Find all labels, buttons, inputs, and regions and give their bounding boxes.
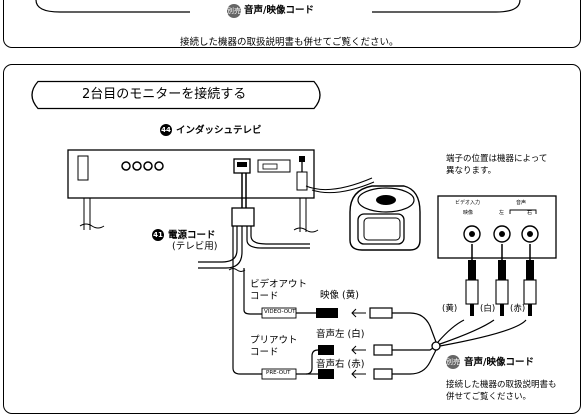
av-cord-label: 音声/映像コード xyxy=(464,357,534,368)
power-cord-label: 41 電源コード xyxy=(152,229,216,241)
terminal-note-line1: 端子の位置は機器によって xyxy=(446,154,548,164)
power-cord-number: 41 xyxy=(152,229,164,241)
tv-name: インダッシュテレビ xyxy=(176,125,262,136)
tv-number: 44 xyxy=(160,124,172,136)
panel-video-label: 映像 xyxy=(463,210,474,216)
top-cable-arcs xyxy=(35,0,521,13)
optional-badge-2: 別売 xyxy=(446,355,460,369)
terminal-panel xyxy=(437,195,557,259)
video-out-tag: VIDEO-OUT xyxy=(264,309,296,315)
monitor xyxy=(349,185,421,251)
top-panel xyxy=(3,0,581,48)
plug-label-white: (白) xyxy=(480,304,496,314)
main-panel xyxy=(3,64,581,414)
tv-label: 44 インダッシュテレビ xyxy=(160,124,262,136)
panel-right-label: 右 xyxy=(527,210,533,216)
panel-video-in-label: ビデオ入力 xyxy=(455,200,481,206)
pre-out-label-line1: プリアウト xyxy=(250,335,298,346)
in-dash-tv-unit xyxy=(67,149,315,199)
bottom-note-line1: 接続した機器の取扱説明書も xyxy=(446,380,557,390)
video-out-label-line1: ビデオアウト xyxy=(250,279,308,290)
rca-plugs xyxy=(465,244,537,316)
heading-capsule xyxy=(31,80,321,110)
power-cord-name: 電源コード xyxy=(168,230,216,241)
optional-badge: 別売 xyxy=(227,4,241,18)
plug-label-yellow: (黄) xyxy=(442,304,458,314)
audio-right-label: 音声右 (赤) xyxy=(316,359,365,370)
audio-left-label: 音声左 (白) xyxy=(316,329,365,340)
panel-audio-label: 音声 xyxy=(516,200,527,206)
power-cord-sub: (テレビ用) xyxy=(172,241,218,252)
section-heading: 2台目のモニターを接続する xyxy=(82,87,247,102)
cable-label: 音声/映像コード xyxy=(244,5,314,16)
video-out-label-line2: コード xyxy=(250,291,279,302)
video-signal-label: 映像 (黄) xyxy=(320,290,359,301)
panel-left-label: 左 xyxy=(499,210,505,216)
pre-out-tag: PRE-OUT xyxy=(266,370,291,376)
plug-label-red: (赤) xyxy=(510,304,526,314)
bottom-note-line2: 併せてご覧ください。 xyxy=(446,392,532,402)
terminal-note-line2: 異なります。 xyxy=(446,166,497,176)
pre-out-label-line2: コード xyxy=(250,347,279,358)
manual-note: 接続した機器の取扱説明書も併せてご覧ください。 xyxy=(180,37,399,48)
